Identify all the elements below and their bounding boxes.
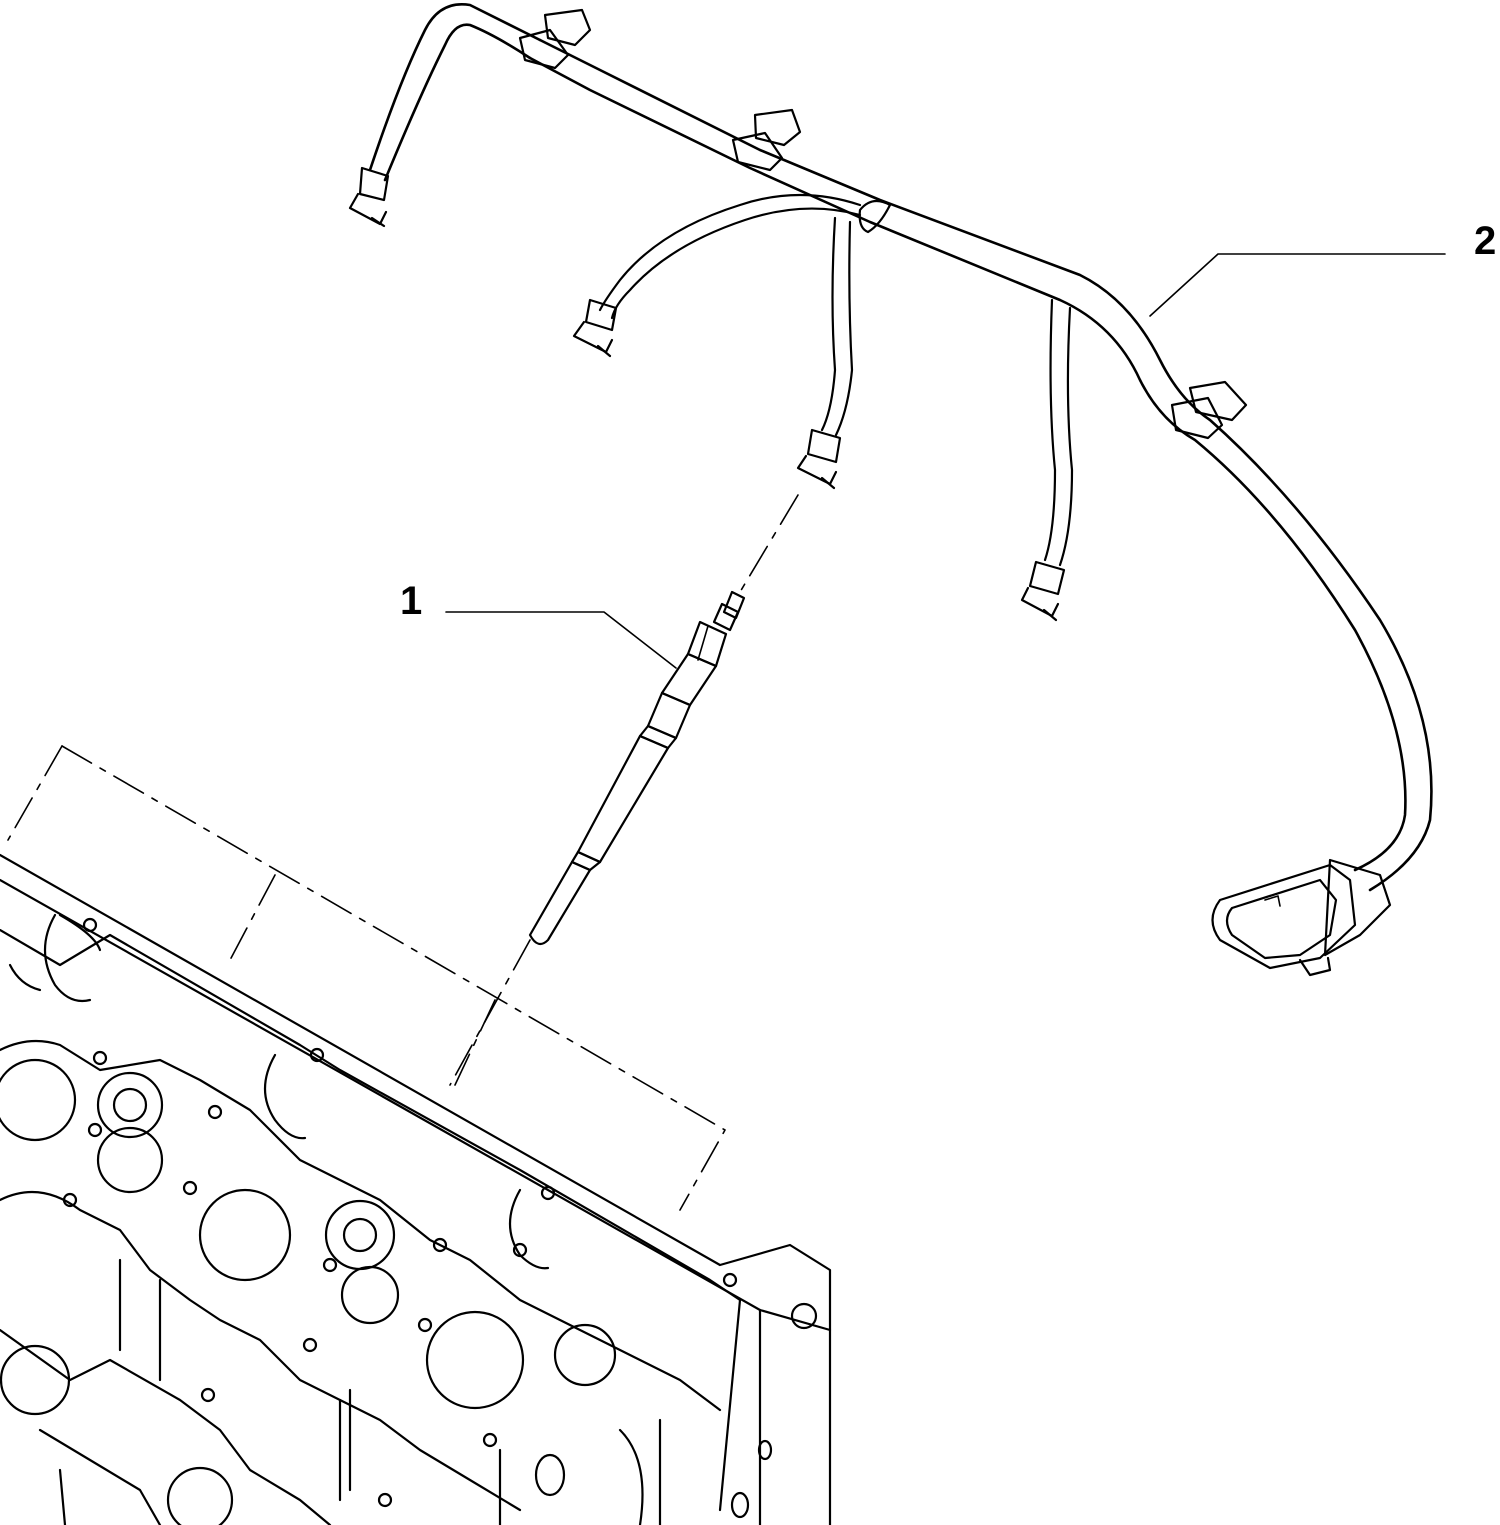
wiring-harness[interactable] — [348, 2, 1433, 977]
harness-main-connector — [1211, 858, 1392, 977]
cylinder-head — [0, 745, 832, 1525]
harness-clip — [731, 108, 802, 172]
callout-2: 2 — [1149, 219, 1496, 317]
callout-1: 1 — [400, 579, 677, 669]
glow-plug[interactable] — [528, 590, 746, 946]
assembly-guide-line — [739, 494, 799, 593]
callout-number-1: 1 — [400, 579, 422, 623]
harness-clip — [518, 8, 592, 70]
harness-clip — [1170, 380, 1248, 440]
callout-number-2: 2 — [1474, 219, 1496, 263]
